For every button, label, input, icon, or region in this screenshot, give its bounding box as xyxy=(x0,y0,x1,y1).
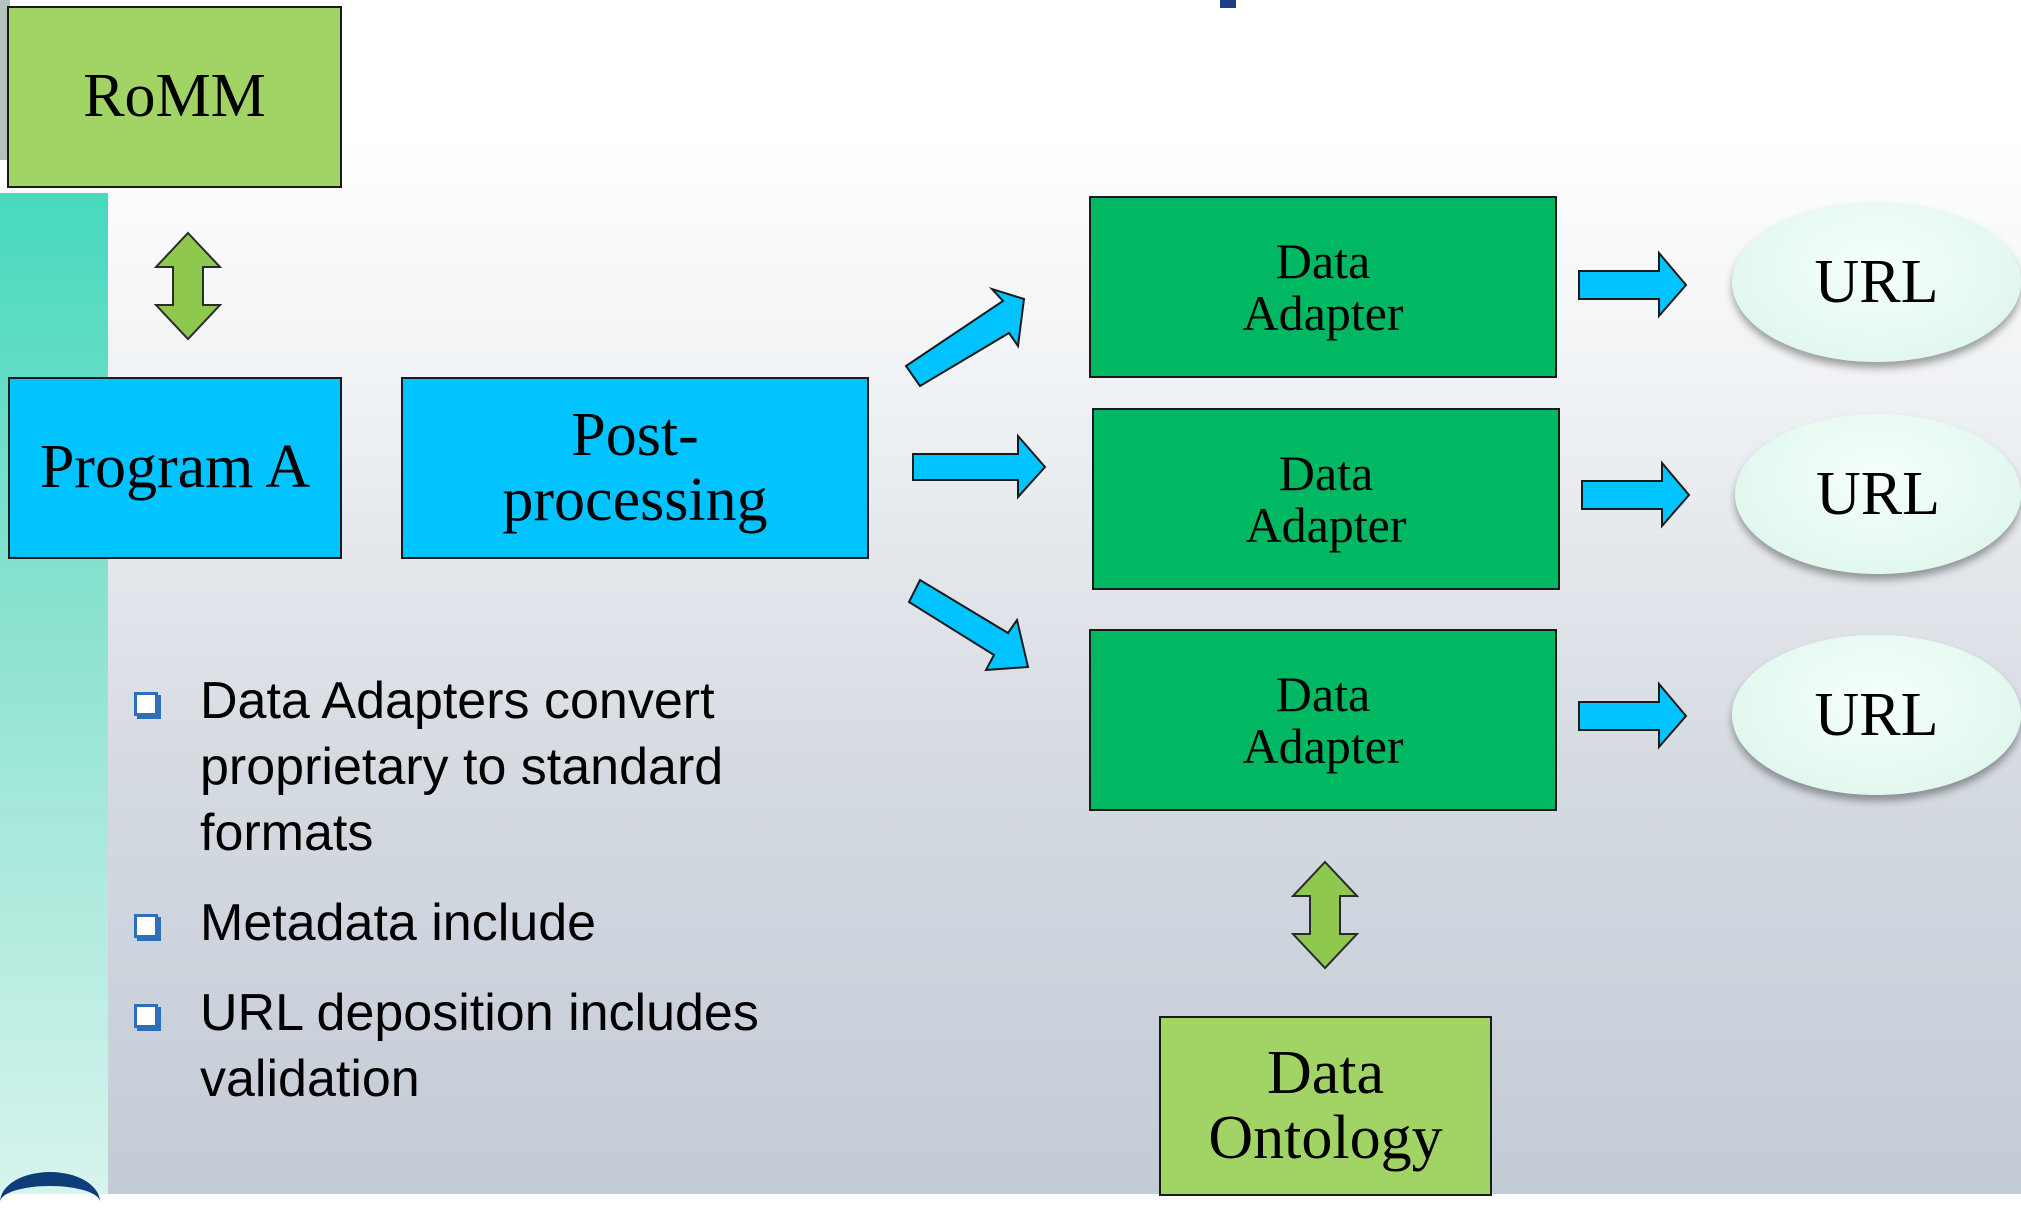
logo-arc-icon xyxy=(0,1172,100,1232)
bullet-item: Data Adapters convert proprietary to sta… xyxy=(130,668,890,866)
url-node-3: URL xyxy=(1732,635,2021,795)
logo-fragment-top xyxy=(0,0,10,160)
arrow-right-icon xyxy=(1578,250,1688,319)
title-fragment xyxy=(1220,0,1236,8)
url-label: URL xyxy=(1814,680,1939,749)
romm-box: RoMM xyxy=(7,6,342,188)
data-ontology-label-line1: Data xyxy=(1266,1038,1385,1107)
bullet-line: URL deposition includes xyxy=(200,984,759,1042)
post-processing-label-line2: processing xyxy=(502,466,768,534)
post-processing-label-line1: Post- xyxy=(571,400,699,469)
data-adapter-label-line1: Data xyxy=(1278,444,1374,501)
arrow-down-right-icon xyxy=(907,578,1030,672)
square-bullet-icon xyxy=(134,692,158,716)
data-adapter-box-3: Data Adapter xyxy=(1089,629,1557,811)
url-label: URL xyxy=(1816,459,1940,528)
bullet-item: URL deposition includes validation xyxy=(130,980,890,1112)
square-bullet-icon xyxy=(134,1004,158,1028)
data-ontology-box: Data Ontology xyxy=(1159,1016,1492,1196)
data-adapter-label-line2: Adapter xyxy=(1242,285,1404,341)
post-processing-box: Post- processing xyxy=(401,377,869,559)
data-adapter-box-2: Data Adapter xyxy=(1092,408,1560,590)
bullet-line: Metadata include xyxy=(200,894,597,952)
data-adapter-label-line2: Adapter xyxy=(1242,718,1404,774)
data-adapter-label-line1: Data xyxy=(1275,232,1371,289)
bullet-line: Data Adapters convert xyxy=(200,672,715,730)
slide-background xyxy=(0,0,2021,1194)
bullet-line: formats xyxy=(200,804,374,862)
program-a-label: Program A xyxy=(39,433,311,502)
arrow-right-icon xyxy=(1581,460,1691,529)
bullet-line: validation xyxy=(200,1050,420,1108)
arrow-right-icon xyxy=(912,433,1047,500)
bullet-item: Metadata include xyxy=(130,890,890,956)
square-bullet-icon xyxy=(134,914,158,938)
bullet-list: Data Adapters convert proprietary to sta… xyxy=(130,668,890,1136)
url-label: URL xyxy=(1814,247,1939,316)
program-a-box: Program A xyxy=(8,377,342,559)
url-node-1: URL xyxy=(1732,202,2021,362)
data-adapter-label-line1: Data xyxy=(1275,665,1371,722)
sidebar-gradient-strip xyxy=(0,193,108,1194)
data-ontology-label-line2: Ontology xyxy=(1208,1104,1443,1172)
romm-label: RoMM xyxy=(83,62,266,131)
data-adapter-box-1: Data Adapter xyxy=(1089,196,1557,378)
double-arrow-icon xyxy=(153,231,223,341)
url-node-2: URL xyxy=(1735,414,2021,574)
bullet-line: proprietary to standard xyxy=(200,738,724,796)
connector-arrows xyxy=(153,231,1691,970)
arrow-up-right-icon xyxy=(904,286,1026,388)
data-adapter-label-line2: Adapter xyxy=(1245,497,1407,553)
double-arrow-icon xyxy=(1290,860,1360,970)
arrow-right-icon xyxy=(1578,681,1688,750)
